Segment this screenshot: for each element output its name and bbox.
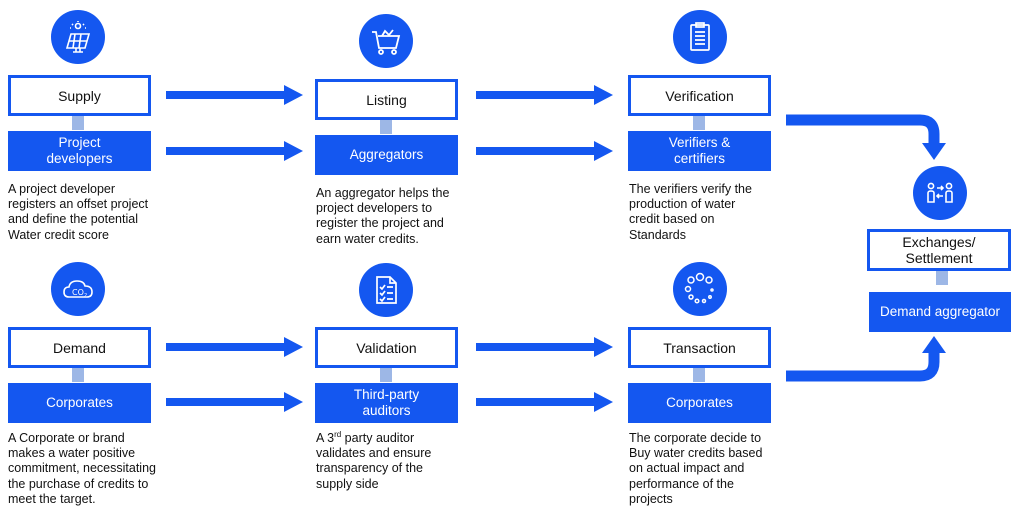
svg-text:CO: CO — [72, 288, 84, 297]
stage-transaction: Transaction — [628, 327, 771, 368]
connector — [693, 368, 705, 382]
stage-supply-label: Supply — [58, 87, 101, 104]
arrow-developers-to-aggregators — [166, 141, 303, 161]
stage-verification: Verification — [628, 75, 771, 116]
listing-description: An aggregator helps the project develope… — [316, 186, 450, 246]
connector — [72, 368, 84, 382]
actor-verifiers-certifiers: Verifiers & certifiers — [628, 131, 771, 171]
connector — [72, 116, 84, 130]
stage-exchanges-label: Exchanges/ Settlement — [902, 234, 976, 266]
stage-listing-label: Listing — [366, 91, 407, 108]
actor-project-developers: Project developers — [8, 131, 151, 171]
checklist-document-icon — [359, 263, 413, 317]
verification-description: The verifiers verify the production of w… — [629, 182, 752, 242]
actor-corporates-transaction: Corporates — [628, 383, 771, 423]
connector — [380, 368, 392, 382]
stage-listing: Listing — [315, 79, 458, 120]
arrow-listing-to-verification — [476, 85, 613, 105]
svg-text:2: 2 — [84, 293, 87, 299]
stage-demand-label: Demand — [53, 339, 106, 356]
arrow-validation-to-transaction — [476, 337, 613, 357]
co2-cloud-icon: CO 2 — [51, 262, 105, 316]
connector — [380, 120, 392, 134]
demand-description: A Corporate or brand makes a water posit… — [8, 431, 156, 506]
stage-exchanges-settlement: Exchanges/ Settlement — [867, 229, 1011, 271]
arrow-aggregators-to-verifiers — [476, 141, 613, 161]
validation-description: A 3rd party auditor validates and ensure… — [316, 429, 432, 491]
transaction-description: The corporate decide to Buy water credit… — [629, 431, 763, 506]
supply-description: A project developer registers an offset … — [8, 182, 149, 242]
stage-validation-label: Validation — [356, 339, 417, 356]
actor-demand-aggregator: Demand aggregator — [869, 292, 1011, 332]
arrow-verification-to-exchange — [786, 114, 946, 160]
actor-third-party-auditors: Third-party auditors — [315, 383, 458, 423]
stage-transaction-label: Transaction — [663, 339, 736, 356]
arrow-transaction-to-exchange — [786, 336, 946, 382]
stage-verification-label: Verification — [665, 87, 734, 104]
arrow-corporates-to-auditors — [166, 392, 303, 412]
stage-supply: Supply — [8, 75, 151, 116]
solar-panel-icon — [51, 10, 105, 64]
arrow-auditors-to-corporates — [476, 392, 613, 412]
arrow-demand-to-validation — [166, 337, 303, 357]
stage-demand: Demand — [8, 327, 151, 368]
exchange-people-icon — [913, 166, 967, 220]
actor-corporates: Corporates — [8, 383, 151, 423]
stage-validation: Validation — [315, 327, 458, 368]
arrow-supply-to-listing — [166, 85, 303, 105]
loading-circles-icon — [673, 262, 727, 316]
clipboard-checklist-icon — [673, 10, 727, 64]
actor-aggregators: Aggregators — [315, 135, 458, 175]
connector — [693, 116, 705, 130]
shopping-cart-icon — [359, 14, 413, 68]
connector — [936, 271, 948, 285]
